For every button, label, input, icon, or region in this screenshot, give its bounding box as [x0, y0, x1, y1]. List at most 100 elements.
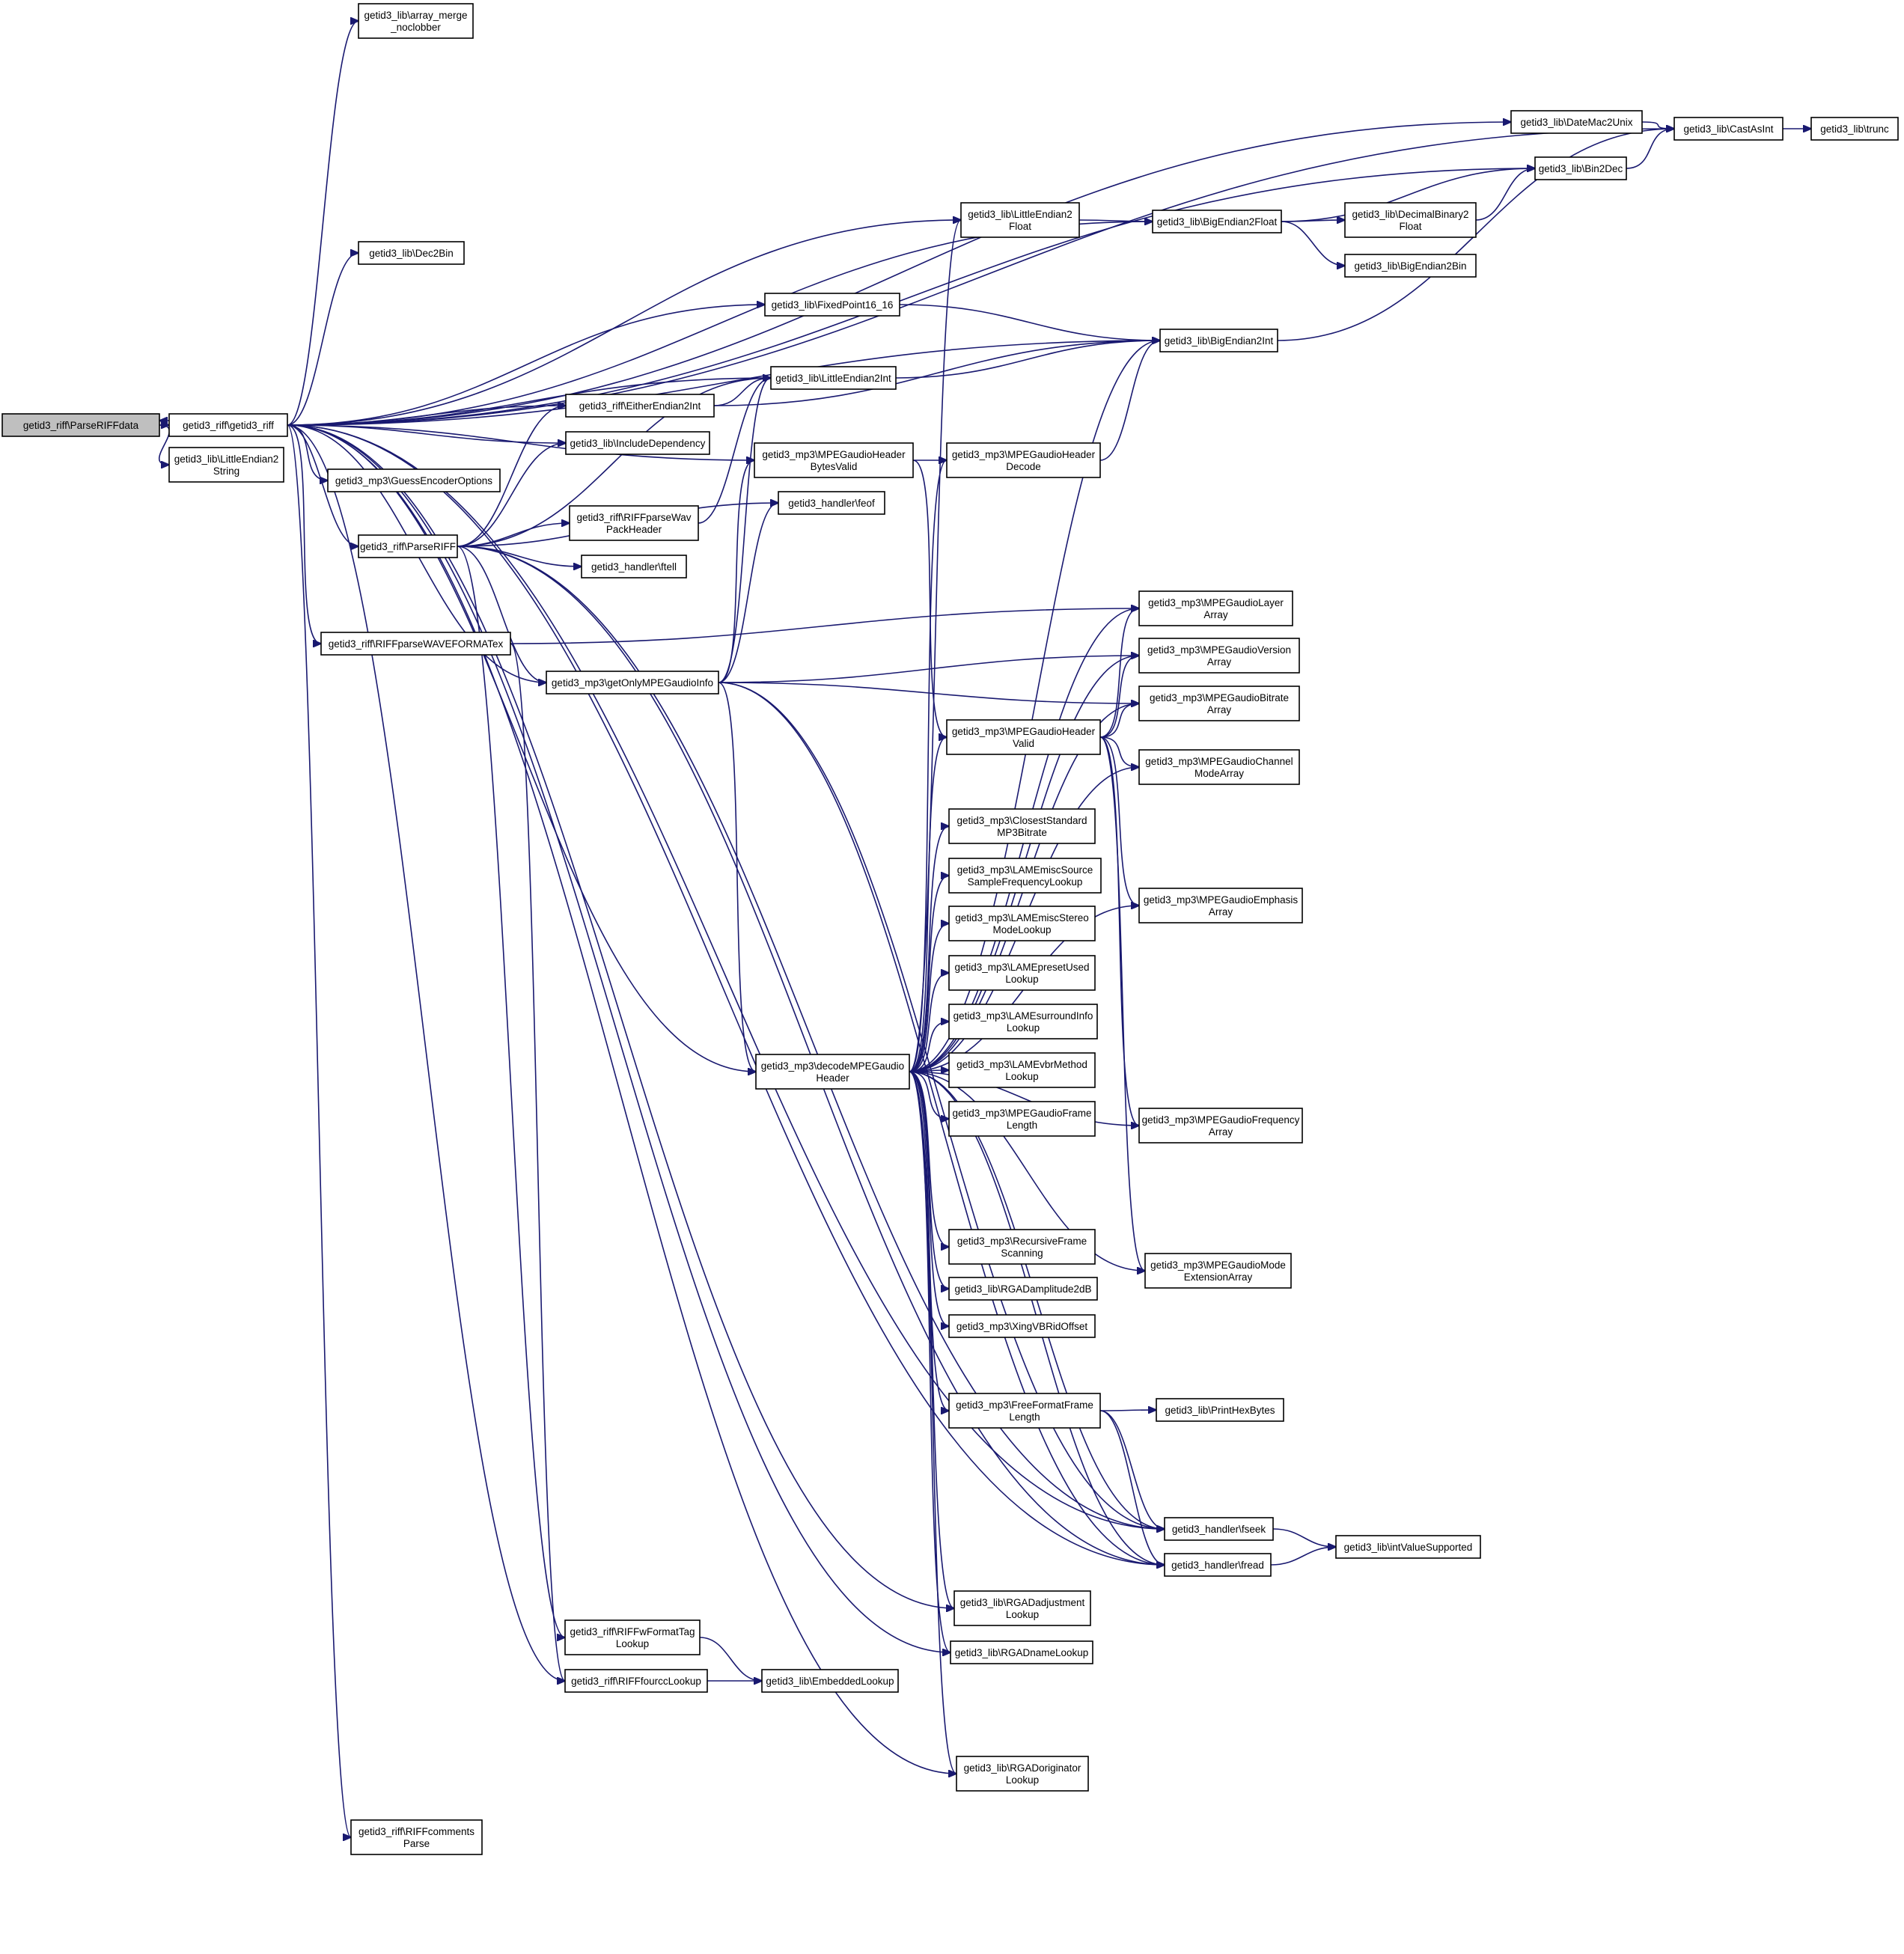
node-datemac[interactable]: getid3_lib\DateMac2Unix	[1510, 110, 1643, 134]
node-label: getid3_lib\BigEndian2Bin	[1354, 260, 1466, 272]
node-includedep[interactable]: getid3_lib\IncludeDependency	[565, 431, 710, 455]
node-box	[1159, 329, 1278, 352]
node-castasint[interactable]: getid3_lib\CastAsInt	[1673, 117, 1784, 141]
node-label: Lookup	[1005, 974, 1038, 985]
node-box	[1138, 590, 1293, 626]
edge-getid3_riff-to-fseek	[287, 424, 1165, 1529]
node-rgadname[interactable]: getid3_lib\RGADnameLookup	[950, 1640, 1093, 1664]
node-fseek[interactable]: getid3_handler\fseek	[1164, 1517, 1274, 1541]
edge-parseriff-to-ftell	[457, 546, 582, 567]
node-box	[1138, 888, 1303, 923]
node-le2int[interactable]: getid3_lib\LittleEndian2Int	[770, 366, 897, 390]
node-guessenc[interactable]: getid3_mp3\GuessEncoderOptions	[327, 468, 501, 492]
node-box	[755, 1054, 910, 1090]
edge-decodehdr-to-xingvbr	[909, 1071, 949, 1326]
node-box	[1164, 1553, 1272, 1577]
node-fixedpoint[interactable]: getid3_lib\FixedPoint16_16	[764, 293, 900, 317]
node-getonlympeg[interactable]: getid3_mp3\getOnlyMPEGaudioInfo	[546, 671, 719, 694]
edge-getonlympeg-to-hdrbytesvalid	[718, 460, 754, 683]
node-label: getid3_riff\RIFFparseWav	[576, 512, 691, 523]
node-box	[546, 671, 719, 694]
node-label: getid3_lib\EmbeddedLookup	[766, 1676, 894, 1687]
node-label: String	[213, 465, 239, 477]
edge-getid3_riff-to-riffcomments	[287, 424, 351, 1837]
node-dec2bin[interactable]: getid3_lib\Dec2Bin	[358, 241, 465, 265]
node-label: getid3_lib\LittleEndian2Int	[775, 373, 891, 384]
node-xingvbr[interactable]: getid3_mp3\XingVBRidOffset	[948, 1314, 1096, 1338]
node-waveformatex[interactable]: getid3_riff\RIFFparseWAVEFORMATex	[320, 632, 511, 656]
node-printhex[interactable]: getid3_lib\PrintHexBytes	[1156, 1398, 1284, 1422]
node-label: Header	[816, 1072, 849, 1084]
node-label: getid3_riff\RIFFwFormatTag	[570, 1626, 695, 1637]
node-parseriffdata[interactable]: getid3_riff\ParseRIFFdata	[1, 413, 160, 437]
node-label: getid3_mp3\getOnlyMPEGaudioInfo	[552, 677, 713, 689]
node-array_merge[interactable]: getid3_lib\array_merge_noclobber	[358, 3, 474, 39]
node-box	[950, 1640, 1093, 1664]
node-lamemisc_sf[interactable]: getid3_mp3\LAMEmiscSourceSampleFrequency…	[948, 858, 1102, 894]
node-label: getid3_mp3\MPEGaudioBitrate	[1150, 692, 1289, 703]
node-either[interactable]: getid3_riff\EitherEndian2Int	[565, 394, 715, 418]
node-getid3_riff[interactable]: getid3_riff\getid3_riff	[168, 413, 288, 437]
edge-getid3_riff-to-rgadadj	[287, 424, 954, 1608]
node-be2bin[interactable]: getid3_lib\BigEndian2Bin	[1344, 254, 1477, 278]
node-label: getid3_riff\ParseRIFF	[360, 541, 456, 552]
node-feof[interactable]: getid3_handler\feof	[778, 491, 885, 515]
edge-either-to-be2int	[713, 341, 1160, 406]
node-embedded[interactable]: getid3_lib\EmbeddedLookup	[761, 1669, 899, 1693]
edge-getid3_riff-to-array_merge	[287, 21, 358, 426]
node-ftell[interactable]: getid3_handler\ftell	[581, 555, 687, 578]
node-bin2dec[interactable]: getid3_lib\Bin2Dec	[1534, 156, 1627, 180]
node-be2int[interactable]: getid3_lib\BigEndian2Int	[1159, 329, 1278, 352]
edge-datemac-to-castasint	[1641, 121, 1674, 129]
edge-freeformat-to-fseek	[1099, 1410, 1165, 1529]
edge-getid3_riff-to-parseriff	[287, 424, 358, 546]
node-box	[1344, 254, 1477, 278]
node-box	[948, 1004, 1098, 1039]
node-label: Array	[1209, 906, 1233, 918]
edge-decodehdr-to-lamesurround	[909, 1022, 949, 1072]
edge-fread-to-intvalue	[1270, 1547, 1336, 1566]
edge-be2float-to-bin2dec	[1281, 168, 1535, 222]
node-label: ExtensionArray	[1184, 1271, 1253, 1283]
node-label: Valid	[1013, 738, 1034, 749]
edge-getid3_riff-to-hdrbytesvalid	[287, 424, 754, 460]
node-trunc[interactable]: getid3_lib\trunc	[1810, 117, 1899, 141]
node-rgadamp[interactable]: getid3_lib\RGADamplitude2dB	[948, 1277, 1098, 1301]
node-intvalue[interactable]: getid3_lib\intValueSupported	[1335, 1535, 1481, 1559]
node-fread[interactable]: getid3_handler\fread	[1164, 1553, 1272, 1577]
node-box	[960, 202, 1080, 238]
node-be2float[interactable]: getid3_lib\BigEndian2Float	[1152, 210, 1282, 233]
node-label: getid3_mp3\MPEGaudioFrequency	[1142, 1114, 1300, 1126]
node-box	[1810, 117, 1899, 141]
node-parseriff[interactable]: getid3_riff\ParseRIFF	[358, 534, 458, 558]
node-fourcc[interactable]: getid3_riff\RIFFfourccLookup	[564, 1669, 708, 1693]
node-label: _noclobber	[390, 22, 441, 33]
